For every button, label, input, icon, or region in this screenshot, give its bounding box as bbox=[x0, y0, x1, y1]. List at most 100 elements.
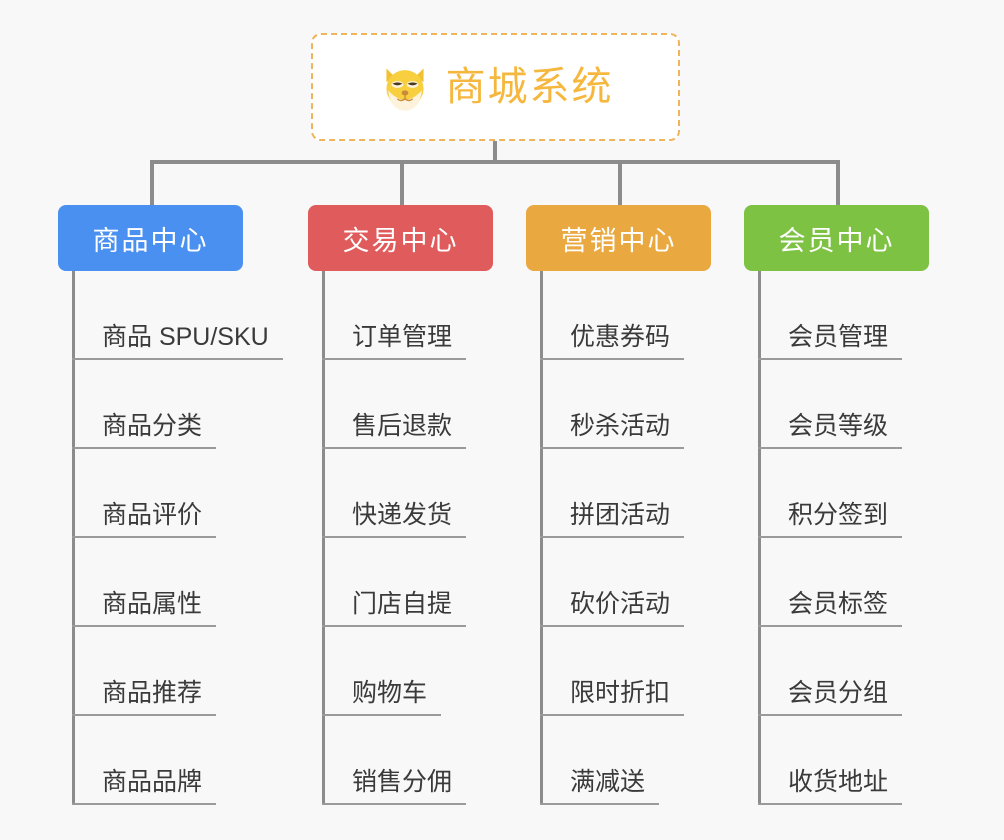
leaf-underline bbox=[72, 536, 217, 538]
connector-drop-1 bbox=[150, 160, 154, 207]
list-item[interactable]: 订单管理 bbox=[308, 271, 528, 360]
leaf-label: 购物车 bbox=[352, 679, 428, 707]
leaf-stack-4: 会员管理 会员等级 积分签到 会员标签 会员分组 收货地址 bbox=[744, 271, 964, 805]
leaf-underline bbox=[540, 536, 685, 538]
leaf-label: 商品属性 bbox=[102, 590, 203, 618]
leaf-underline bbox=[758, 358, 903, 360]
leaf-underline bbox=[758, 803, 903, 805]
root-title: 商城系统 bbox=[445, 65, 614, 109]
list-item[interactable]: 限时折扣 bbox=[526, 627, 746, 716]
list-item[interactable]: 售后退款 bbox=[308, 360, 528, 449]
list-item[interactable]: 商品推荐 bbox=[58, 627, 308, 716]
leaf-label: 商品分类 bbox=[102, 412, 203, 440]
list-item[interactable]: 会员等级 bbox=[744, 360, 964, 449]
leaf-underline bbox=[72, 803, 217, 805]
leaf-trunk-3 bbox=[540, 271, 543, 805]
leaf-stack-3: 优惠券码 秒杀活动 拼团活动 砍价活动 限时折扣 满减送 bbox=[526, 271, 746, 805]
leaf-stack-2: 订单管理 售后退款 快递发货 门店自提 购物车 销售分佣 bbox=[308, 271, 528, 805]
list-item[interactable]: 商品品牌 bbox=[58, 716, 308, 805]
leaf-trunk-4 bbox=[758, 271, 761, 805]
leaf-underline bbox=[540, 714, 685, 716]
leaf-underline bbox=[322, 625, 467, 627]
leaf-label: 优惠券码 bbox=[570, 323, 671, 351]
branch-header-2[interactable]: 交易中心 bbox=[308, 205, 493, 271]
leaf-label: 会员等级 bbox=[788, 412, 889, 440]
list-item[interactable]: 砍价活动 bbox=[526, 538, 746, 627]
list-item[interactable]: 购物车 bbox=[308, 627, 528, 716]
list-item[interactable]: 门店自提 bbox=[308, 538, 528, 627]
leaf-label: 满减送 bbox=[570, 768, 646, 796]
branch-column-2: 交易中心 订单管理 售后退款 快递发货 门店自提 购物车 bbox=[308, 205, 528, 805]
list-item[interactable]: 满减送 bbox=[526, 716, 746, 805]
leaf-label: 积分签到 bbox=[788, 501, 889, 529]
root-node[interactable]: 商城系统 bbox=[311, 33, 680, 141]
leaf-label: 门店自提 bbox=[352, 590, 453, 618]
list-item[interactable]: 会员分组 bbox=[744, 627, 964, 716]
leaf-label: 商品推荐 bbox=[102, 679, 203, 707]
leaf-label: 售后退款 bbox=[352, 412, 453, 440]
branch-header-1[interactable]: 商品中心 bbox=[58, 205, 243, 271]
leaf-underline bbox=[322, 803, 467, 805]
leaf-label: 会员分组 bbox=[788, 679, 889, 707]
branch-label-3: 营销中心 bbox=[560, 225, 677, 256]
leaf-underline bbox=[72, 447, 217, 449]
connector-drop-3 bbox=[618, 160, 622, 207]
branch-column-1: 商品中心 商品 SPU/SKU 商品分类 商品评价 商品属性 商品推荐 bbox=[58, 205, 308, 805]
leaf-underline bbox=[322, 358, 467, 360]
list-item[interactable]: 收货地址 bbox=[744, 716, 964, 805]
leaf-underline bbox=[540, 447, 685, 449]
branch-label-1: 商品中心 bbox=[92, 225, 209, 256]
list-item[interactable]: 商品属性 bbox=[58, 538, 308, 627]
list-item[interactable]: 秒杀活动 bbox=[526, 360, 746, 449]
list-item[interactable]: 商品 SPU/SKU bbox=[58, 271, 308, 360]
list-item[interactable]: 拼团活动 bbox=[526, 449, 746, 538]
leaf-label: 商品评价 bbox=[102, 501, 203, 529]
shiba-inu-dog-face-icon bbox=[385, 68, 424, 111]
leaf-label: 限时折扣 bbox=[570, 679, 671, 707]
leaf-underline bbox=[758, 447, 903, 449]
branch-header-3[interactable]: 营销中心 bbox=[526, 205, 711, 271]
branch-label-4: 会员中心 bbox=[778, 225, 895, 256]
leaf-underline bbox=[758, 536, 903, 538]
connector-drop-4 bbox=[836, 160, 840, 207]
leaf-underline bbox=[758, 625, 903, 627]
list-item[interactable]: 会员标签 bbox=[744, 538, 964, 627]
leaf-stack-1: 商品 SPU/SKU 商品分类 商品评价 商品属性 商品推荐 商品品牌 bbox=[58, 271, 308, 805]
leaf-label: 拼团活动 bbox=[570, 501, 671, 529]
leaf-trunk-2 bbox=[322, 271, 325, 805]
branch-header-4[interactable]: 会员中心 bbox=[744, 205, 929, 271]
branch-label-2: 交易中心 bbox=[342, 225, 459, 256]
connector-drop-2 bbox=[400, 160, 404, 207]
leaf-underline bbox=[758, 714, 903, 716]
leaf-underline bbox=[322, 447, 467, 449]
branch-column-4: 会员中心 会员管理 会员等级 积分签到 会员标签 会员分组 bbox=[744, 205, 964, 805]
list-item[interactable]: 销售分佣 bbox=[308, 716, 528, 805]
leaf-underline bbox=[72, 625, 217, 627]
leaf-underline bbox=[322, 714, 442, 716]
connector-root-stem bbox=[493, 141, 497, 162]
leaf-label: 订单管理 bbox=[352, 323, 453, 351]
list-item[interactable]: 商品评价 bbox=[58, 449, 308, 538]
list-item[interactable]: 商品分类 bbox=[58, 360, 308, 449]
branch-column-3: 营销中心 优惠券码 秒杀活动 拼团活动 砍价活动 限时折扣 bbox=[526, 205, 746, 805]
leaf-underline bbox=[540, 358, 685, 360]
leaf-underline bbox=[540, 625, 685, 627]
leaf-label: 会员管理 bbox=[788, 323, 889, 351]
leaf-label: 快递发货 bbox=[352, 501, 453, 529]
leaf-label: 商品品牌 bbox=[102, 768, 203, 796]
leaf-label: 砍价活动 bbox=[570, 590, 671, 618]
leaf-underline bbox=[72, 714, 217, 716]
connector-bus bbox=[150, 160, 840, 164]
list-item[interactable]: 快递发货 bbox=[308, 449, 528, 538]
leaf-underline bbox=[72, 358, 283, 360]
leaf-trunk-1 bbox=[72, 271, 75, 805]
leaf-label: 会员标签 bbox=[788, 590, 889, 618]
leaf-label: 销售分佣 bbox=[352, 768, 453, 796]
list-item[interactable]: 优惠券码 bbox=[526, 271, 746, 360]
leaf-underline bbox=[540, 803, 660, 805]
list-item[interactable]: 积分签到 bbox=[744, 449, 964, 538]
leaf-label: 收货地址 bbox=[788, 768, 889, 796]
leaf-label: 秒杀活动 bbox=[570, 412, 671, 440]
list-item[interactable]: 会员管理 bbox=[744, 271, 964, 360]
